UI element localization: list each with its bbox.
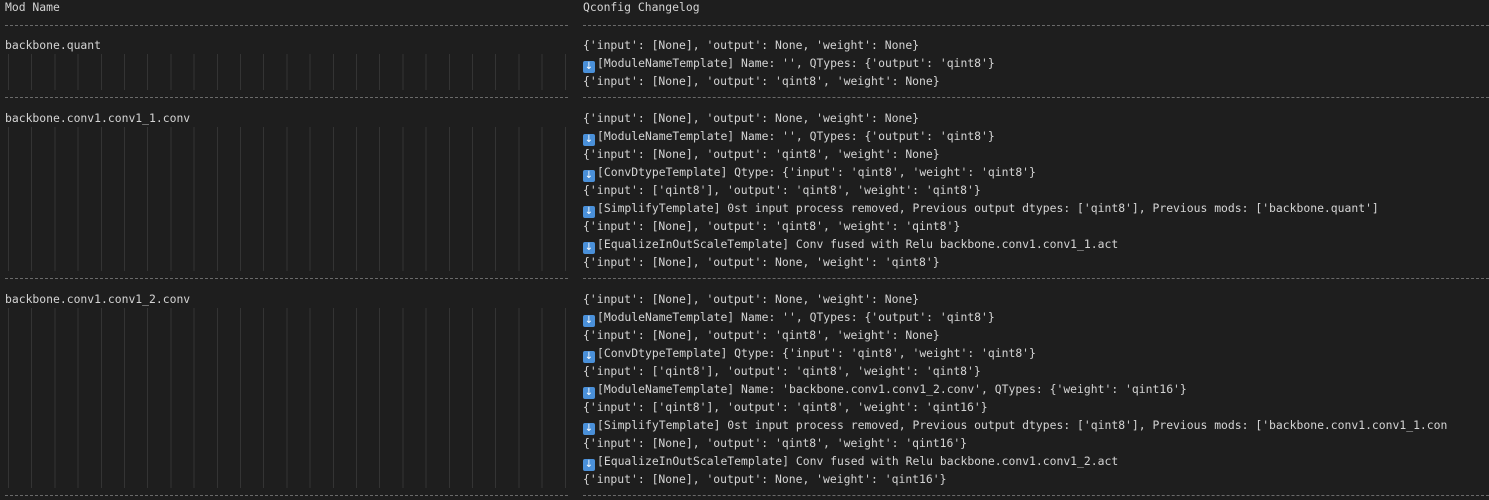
- qconfig-state-line: {'input': ['qint8'], 'output': 'qint8', …: [583, 362, 981, 380]
- qconfig-changelog-header: Qconfig Changelog: [583, 0, 700, 14]
- mod-name-cell: backbone.quant: [5, 38, 102, 52]
- row-divider-left: [5, 495, 568, 496]
- mod-name-cell: backbone.conv1.conv1_1.conv: [5, 111, 191, 125]
- changelog-text: [SimplifyTemplate] 0st input process rem…: [597, 418, 1448, 432]
- changelog-step-line: ↓[ConvDtypeTemplate] Qtype: {'input': 'q…: [583, 163, 1036, 182]
- indent-guides: [8, 127, 568, 271]
- row-divider-right: [583, 495, 1489, 496]
- changelog-text: {'input': ['qint8'], 'output': 'qint8', …: [583, 183, 981, 197]
- mod-name-cell: backbone.conv1.conv1_2.conv: [5, 292, 191, 306]
- changelog-text: [ConvDtypeTemplate] Qtype: {'input': 'qi…: [597, 165, 1036, 179]
- qconfig-state-line: {'input': [None], 'output': 'qint8', 'we…: [583, 72, 940, 90]
- changelog-text: [EqualizeInOutScaleTemplate] Conv fused …: [597, 237, 1119, 251]
- changelog-text: {'input': [None], 'output': None, 'weigh…: [583, 255, 940, 269]
- indent-guides: [8, 308, 568, 488]
- down-arrow-icon: ↓: [583, 134, 595, 146]
- changelog-text: [ModuleNameTemplate] Name: '', QTypes: {…: [597, 56, 995, 70]
- changelog-step-line: ↓[ModuleNameTemplate] Name: '', QTypes: …: [583, 127, 995, 146]
- changelog-step-line: ↓[ModuleNameTemplate] Name: '', QTypes: …: [583, 54, 995, 73]
- changelog-step-line: ↓[ConvDtypeTemplate] Qtype: {'input': 'q…: [583, 344, 1036, 363]
- changelog-text: [EqualizeInOutScaleTemplate] Conv fused …: [597, 454, 1119, 468]
- qconfig-state-line: {'input': [None], 'output': None, 'weigh…: [583, 109, 919, 127]
- changelog-text: {'input': [None], 'output': None, 'weigh…: [583, 38, 920, 52]
- qconfig-state-line: {'input': [None], 'output': None, 'weigh…: [583, 36, 919, 54]
- down-arrow-icon: ↓: [583, 206, 595, 218]
- changelog-text: {'input': [None], 'output': 'qint8', 'we…: [583, 328, 940, 342]
- changelog-text: [ModuleNameTemplate] Name: 'backbone.con…: [597, 382, 1187, 396]
- row-divider-right: [583, 278, 1489, 279]
- changelog-text: [SimplifyTemplate] 0st input process rem…: [597, 201, 1379, 215]
- changelog-text: {'input': ['qint8'], 'output': 'qint8', …: [583, 364, 981, 378]
- changelog-text: {'input': [None], 'output': 'qint8', 'we…: [583, 147, 940, 161]
- changelog-text: {'input': ['qint8'], 'output': 'qint8', …: [583, 400, 988, 414]
- changelog-step-line: ↓[ModuleNameTemplate] Name: 'backbone.co…: [583, 380, 1187, 399]
- changelog-text: {'input': [None], 'output': None, 'weigh…: [583, 111, 920, 125]
- qconfig-state-line: {'input': ['qint8'], 'output': 'qint8', …: [583, 181, 981, 199]
- changelog-text: {'input': [None], 'output': 'qint8', 'we…: [583, 436, 968, 450]
- row-divider-right: [583, 97, 1489, 98]
- indent-guides: [8, 54, 568, 90]
- qconfig-state-line: {'input': ['qint8'], 'output': 'qint8', …: [583, 398, 988, 416]
- changelog-text: {'input': [None], 'output': None, 'weigh…: [583, 292, 920, 306]
- changelog-text: {'input': [None], 'output': None, 'weigh…: [583, 472, 947, 486]
- down-arrow-icon: ↓: [583, 61, 595, 73]
- down-arrow-icon: ↓: [583, 423, 595, 435]
- changelog-step-line: ↓[SimplifyTemplate] 0st input process re…: [583, 416, 1448, 435]
- down-arrow-icon: ↓: [583, 459, 595, 471]
- qconfig-state-line: {'input': [None], 'output': None, 'weigh…: [583, 253, 940, 271]
- changelog-step-line: ↓[ModuleNameTemplate] Name: '', QTypes: …: [583, 308, 995, 327]
- down-arrow-icon: ↓: [583, 351, 595, 363]
- header-divider-right: [583, 25, 1489, 26]
- down-arrow-icon: ↓: [583, 170, 595, 182]
- qconfig-state-line: {'input': [None], 'output': 'qint8', 'we…: [583, 217, 960, 235]
- qconfig-state-line: {'input': [None], 'output': 'qint8', 'we…: [583, 434, 967, 452]
- qconfig-state-line: {'input': [None], 'output': 'qint8', 'we…: [583, 326, 940, 344]
- qconfig-state-line: {'input': [None], 'output': None, 'weigh…: [583, 470, 946, 488]
- down-arrow-icon: ↓: [583, 242, 595, 254]
- row-divider-left: [5, 97, 568, 98]
- changelog-step-line: ↓[EqualizeInOutScaleTemplate] Conv fused…: [583, 452, 1119, 471]
- down-arrow-icon: ↓: [583, 387, 595, 399]
- row-divider-left: [5, 278, 568, 279]
- changelog-text: [ModuleNameTemplate] Name: '', QTypes: {…: [597, 129, 995, 143]
- changelog-text: [ModuleNameTemplate] Name: '', QTypes: {…: [597, 310, 995, 324]
- changelog-step-line: ↓[SimplifyTemplate] 0st input process re…: [583, 199, 1379, 218]
- changelog-text: {'input': [None], 'output': 'qint8', 'we…: [583, 219, 961, 233]
- qconfig-state-line: {'input': [None], 'output': 'qint8', 'we…: [583, 145, 940, 163]
- header-divider-left: [5, 25, 568, 26]
- changelog-step-line: ↓[EqualizeInOutScaleTemplate] Conv fused…: [583, 235, 1119, 254]
- mod-name-header: Mod Name: [5, 0, 60, 14]
- down-arrow-icon: ↓: [583, 315, 595, 327]
- changelog-text: [ConvDtypeTemplate] Qtype: {'input': 'qi…: [597, 346, 1036, 360]
- qconfig-state-line: {'input': [None], 'output': None, 'weigh…: [583, 290, 919, 308]
- changelog-text: {'input': [None], 'output': 'qint8', 'we…: [583, 74, 940, 88]
